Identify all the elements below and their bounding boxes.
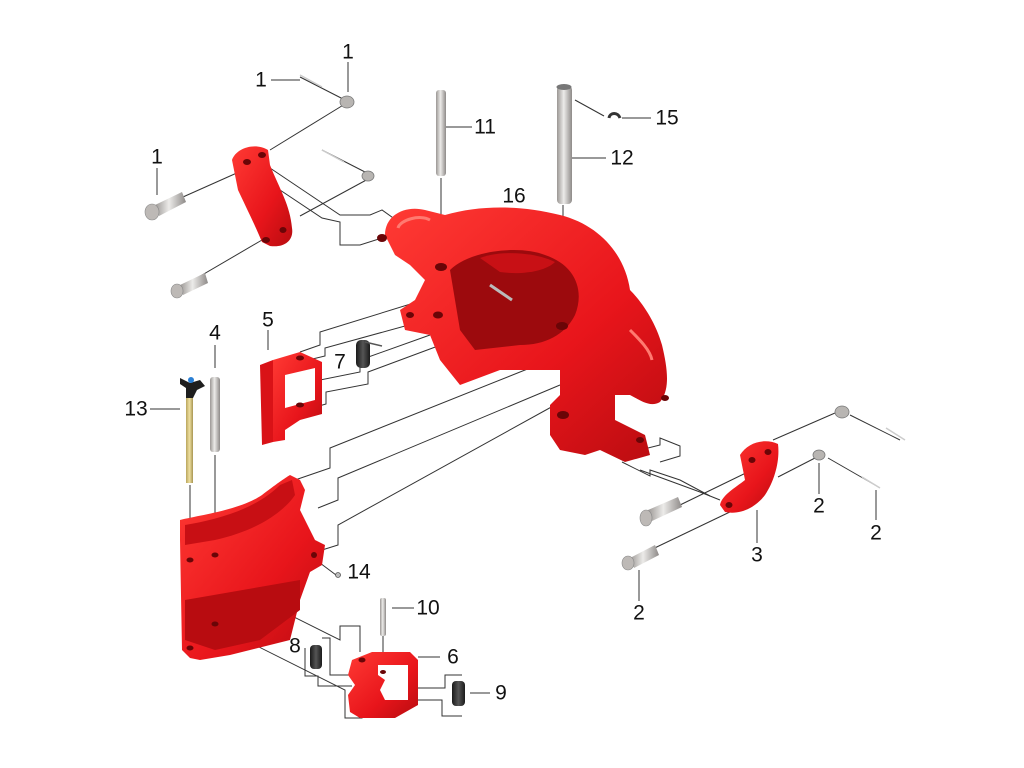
part-1-hardware	[144, 74, 375, 299]
long-pin-12	[557, 86, 572, 204]
callout-1-cotter-pin: 1	[255, 68, 267, 92]
pins-11-12-15	[436, 84, 622, 204]
small-pin-10	[380, 598, 386, 636]
callout-5: 5	[262, 308, 274, 332]
callout-16: 16	[502, 184, 526, 208]
bushing-8	[310, 645, 322, 669]
lower-half-casting	[180, 475, 341, 660]
callout-8: 8	[289, 634, 301, 658]
bushing-9	[452, 681, 465, 706]
handle-pin-13	[180, 377, 205, 483]
callout-9: 9	[495, 681, 507, 705]
callout-2-cotter-pin: 2	[870, 521, 882, 545]
callout-3: 3	[751, 543, 763, 567]
callout-1-upper-nut: 1	[342, 40, 354, 64]
callout-13: 13	[124, 397, 148, 421]
callout-1-bolt: 1	[151, 145, 163, 169]
main-body-casting	[377, 207, 669, 462]
short-pin-11	[436, 90, 446, 176]
callout-10: 10	[416, 596, 440, 620]
part-2-hardware	[621, 405, 906, 571]
callout-12: 12	[610, 146, 634, 170]
callout-2-nut: 2	[813, 494, 825, 518]
callout-6: 6	[447, 645, 459, 669]
callout-7: 7	[334, 350, 346, 374]
upper-link-arm	[232, 146, 293, 247]
torsion-spring-7	[356, 340, 383, 368]
latch-frame-6	[348, 652, 418, 718]
latch-bracket-5	[260, 352, 322, 445]
clip-15	[607, 112, 622, 119]
callout-15: 15	[655, 106, 679, 130]
callout-14: 14	[347, 560, 371, 584]
callout-2-bolt: 2	[633, 601, 645, 625]
callout-11: 11	[474, 115, 496, 139]
set-screw-14	[335, 572, 341, 578]
callout-4: 4	[209, 321, 221, 345]
lower-link-arm-3	[720, 441, 779, 513]
hinge-pin-4	[210, 377, 220, 452]
